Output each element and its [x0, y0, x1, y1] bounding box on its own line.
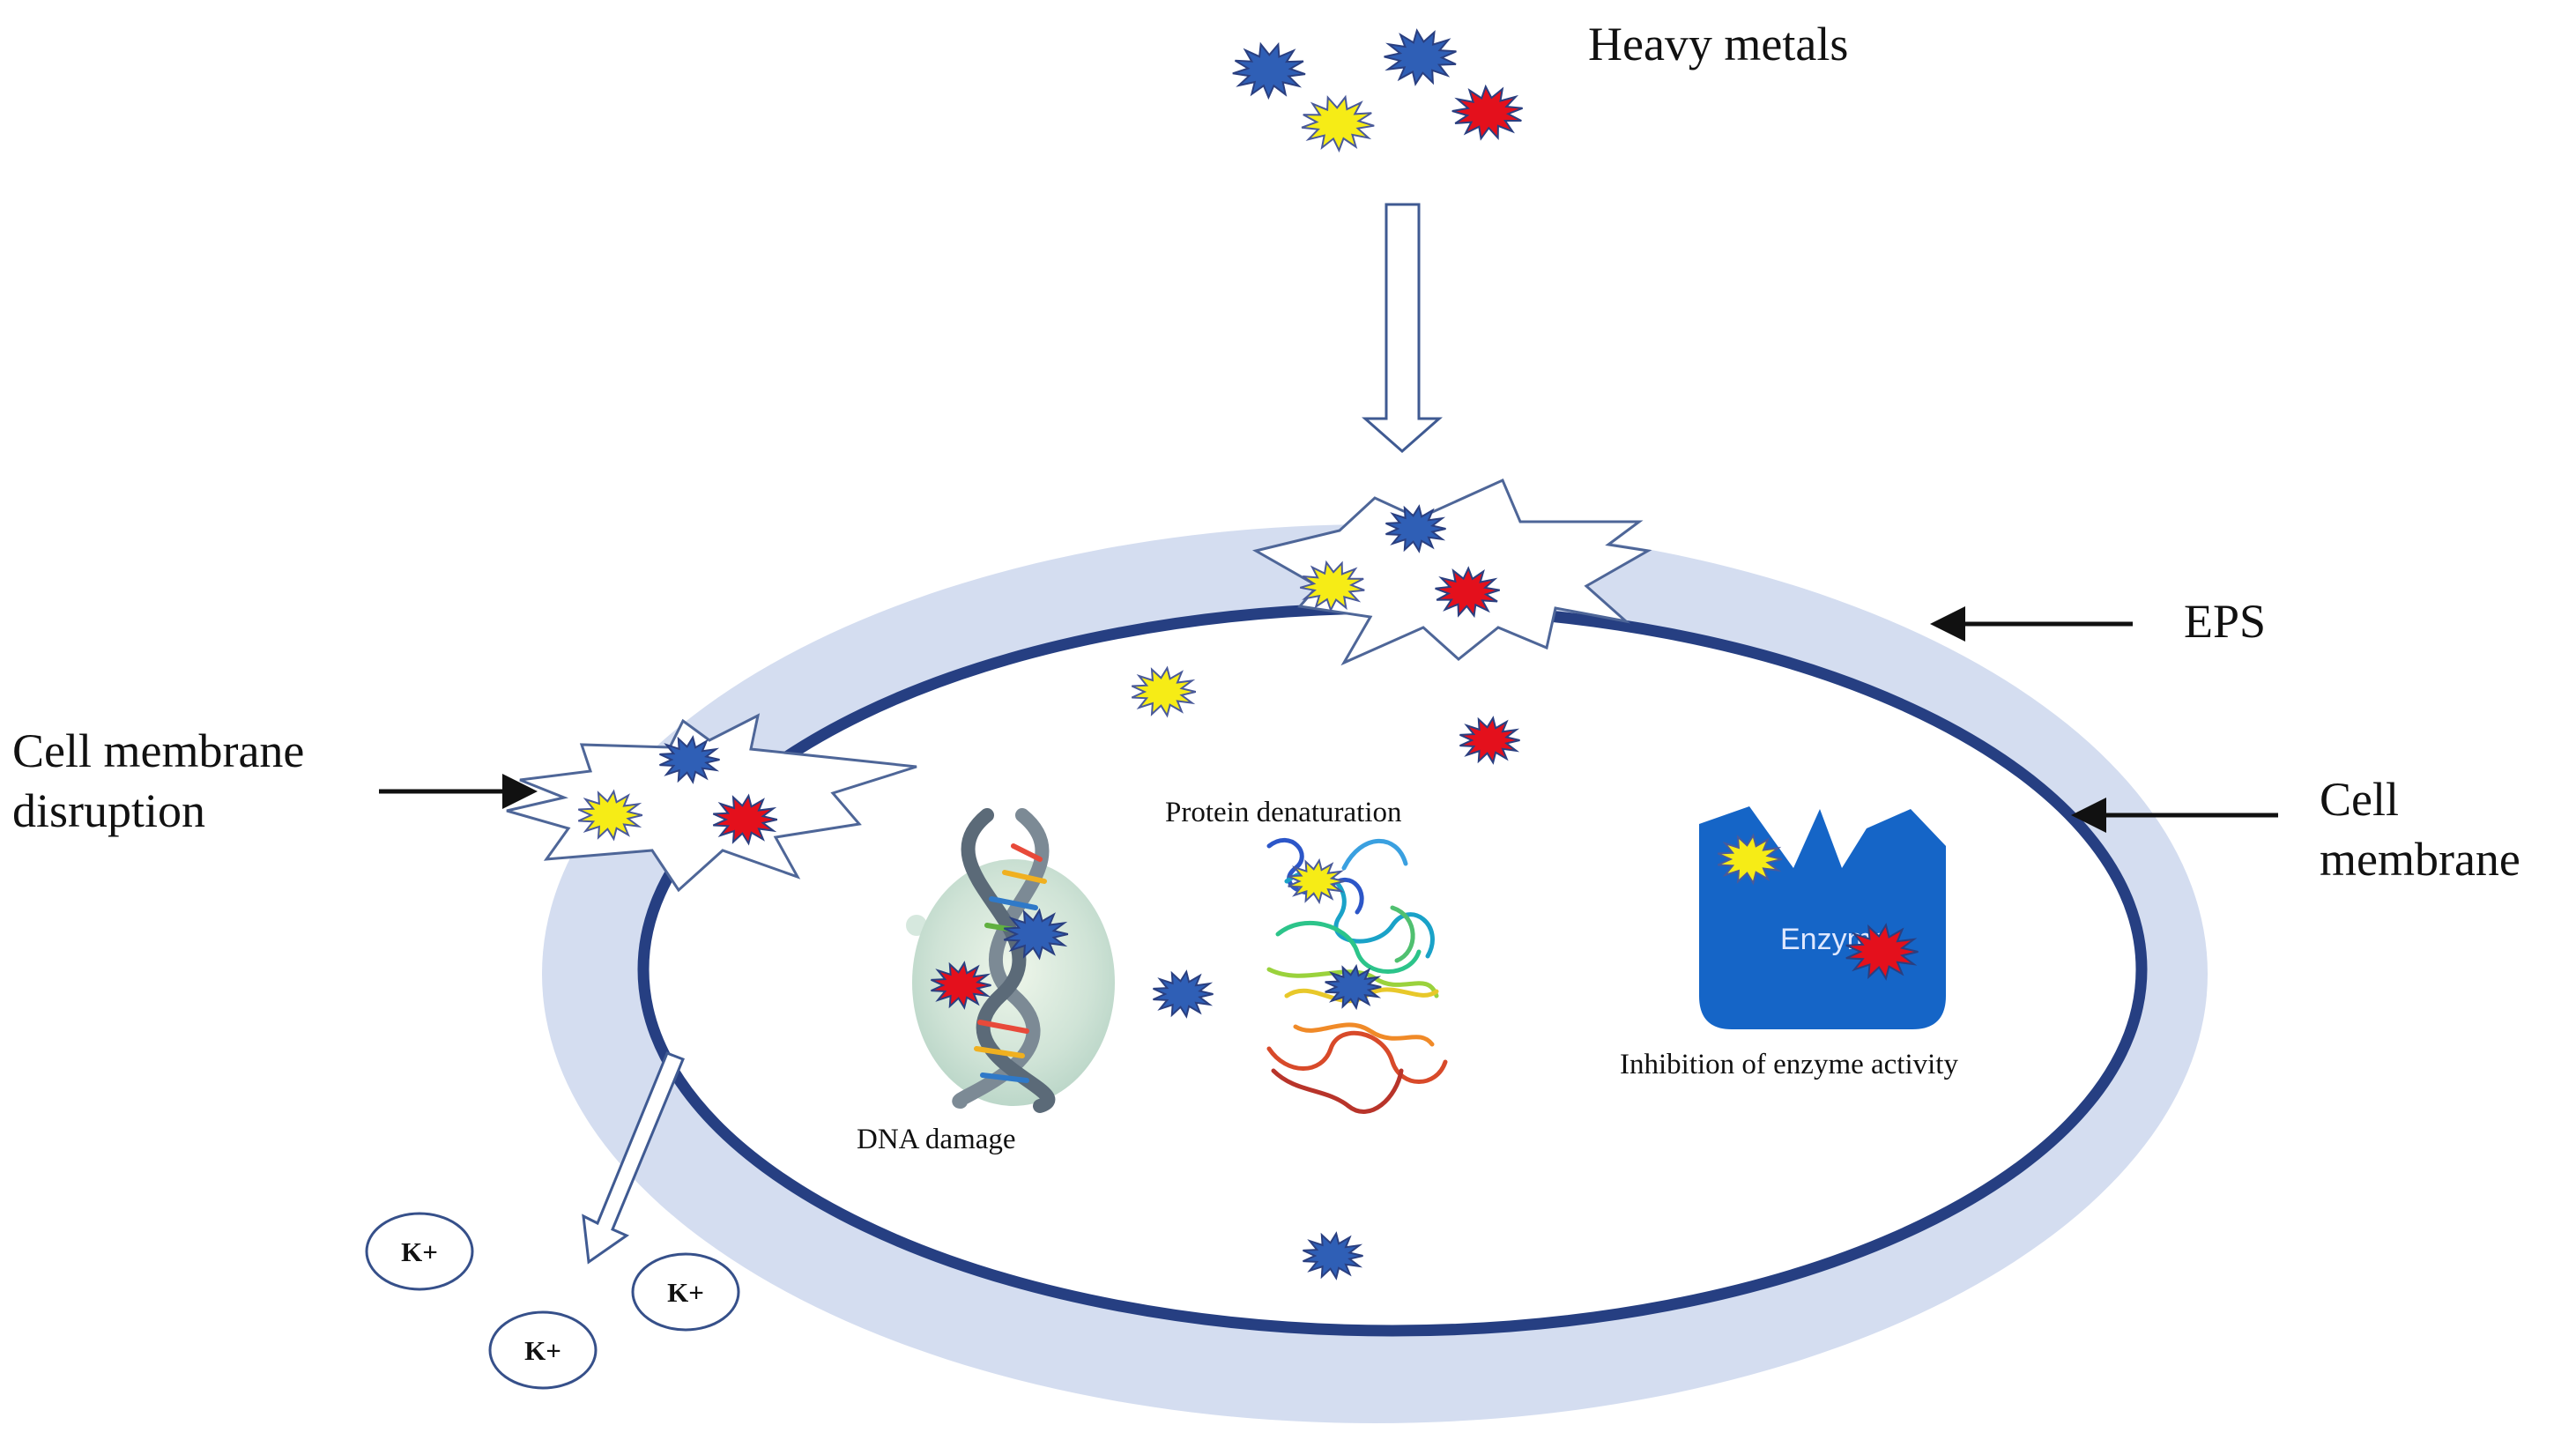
influx-arrow-icon [1362, 203, 1443, 453]
cell-membrane-label-line1: Cell [2320, 773, 2399, 826]
dna-damage-illustration [906, 808, 1115, 1113]
metal-ion-icon [1384, 28, 1457, 86]
metal-ion-icon [1300, 560, 1365, 612]
metal-ion-icon [1131, 665, 1197, 718]
metal-ion-icon [931, 961, 991, 1010]
burst-icon [506, 713, 917, 893]
disruption-label-line2: disruption [12, 784, 205, 837]
metal-ion-icon [1288, 857, 1345, 905]
metal-ion-icon [1451, 84, 1523, 141]
metal-ion-icon [577, 789, 643, 842]
metal-ion-icon [1435, 566, 1500, 619]
enzyme-inhibition-label: Inhibition of enzyme activity [1620, 1049, 1958, 1080]
membrane-burst-left [506, 713, 917, 893]
protein-denaturation-label: Protein denaturation [1165, 797, 1402, 828]
metal-ion-icon [712, 793, 778, 846]
metal-ion-icon [1003, 908, 1069, 961]
eps-label: EPS [2184, 595, 2266, 648]
metal-ion-icon [1301, 94, 1375, 153]
dna-helix-icon [952, 808, 1056, 1113]
efflux-arrow-icon [582, 1051, 685, 1265]
enzyme-shape-icon [1699, 806, 1946, 1029]
potassium-label: K+ [401, 1236, 438, 1267]
metal-ion-icon [1459, 716, 1520, 765]
metal-ion-icon [1153, 969, 1214, 1019]
cell-membrane-label-line2: membrane [2320, 833, 2520, 886]
potassium-ion: K+ [631, 1252, 740, 1332]
heavy-metals-label: Heavy metals [1588, 18, 1848, 71]
metal-ion-icon [1303, 1231, 1363, 1280]
dna-damage-label: DNA damage [857, 1124, 1016, 1155]
potassium-label: K+ [667, 1277, 704, 1308]
metal-ion-icon [1325, 963, 1382, 1011]
metal-ion-icon [1385, 504, 1446, 553]
membrane-burst-top [1251, 479, 1652, 666]
burst-icon [1251, 479, 1652, 666]
metal-ion-icon [1845, 923, 1919, 981]
potassium-label: K+ [524, 1335, 561, 1366]
metal-ion-icon [1717, 833, 1783, 886]
potassium-ion: K+ [365, 1212, 474, 1291]
disruption-label-line1: Cell membrane [12, 724, 304, 777]
metal-ion-icon [659, 735, 720, 784]
potassium-ion: K+ [488, 1310, 598, 1390]
metal-ions [577, 28, 1919, 1280]
metal-ion-icon [1232, 41, 1306, 100]
